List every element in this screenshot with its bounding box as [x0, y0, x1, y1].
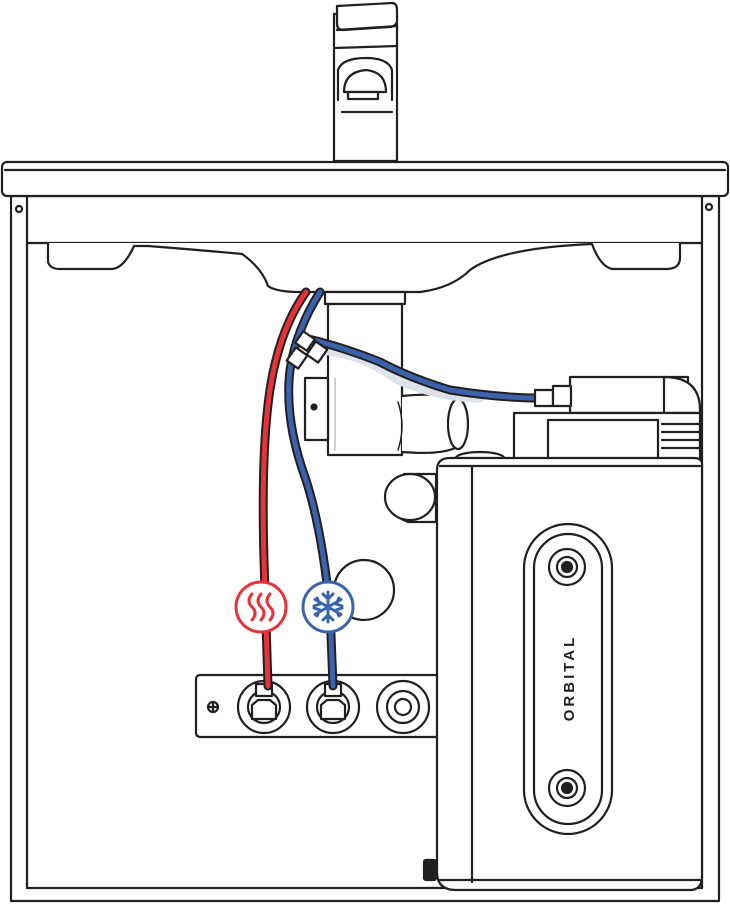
faucet-lever	[335, 1, 399, 32]
cabinet-screw-right	[704, 202, 714, 212]
shutoff-valve-plate	[194, 673, 444, 739]
water-heater-unit: ORBITAL	[422, 456, 704, 892]
cold-shutoff-valve	[305, 679, 361, 735]
countertop	[0, 160, 730, 198]
hot-supply-hose	[258, 287, 311, 691]
hot-shutoff-valve	[236, 679, 292, 735]
front-panel	[522, 522, 614, 836]
cold-supply-hose	[284, 287, 338, 691]
faucet	[332, 1, 399, 163]
brand-label: ORBITAL	[561, 635, 578, 722]
spare-shutoff-valve	[375, 679, 431, 735]
faucet-aerator	[346, 90, 380, 101]
upper-knob	[547, 547, 587, 587]
snowflake-icon	[301, 580, 355, 634]
drain-flange	[323, 290, 407, 306]
power-connector	[422, 858, 438, 882]
unit-feed-hose	[299, 333, 545, 403]
front-panel-inner	[532, 532, 604, 826]
heat-waves-icon	[234, 580, 288, 634]
basin-underside	[46, 241, 682, 306]
cabinet-screw-left	[14, 204, 24, 214]
hose-fittings	[285, 330, 555, 408]
recirculation-tube	[313, 345, 485, 403]
mounting-screw-icon	[206, 700, 220, 714]
lower-knob	[547, 768, 587, 808]
wall-fittings	[332, 472, 438, 622]
